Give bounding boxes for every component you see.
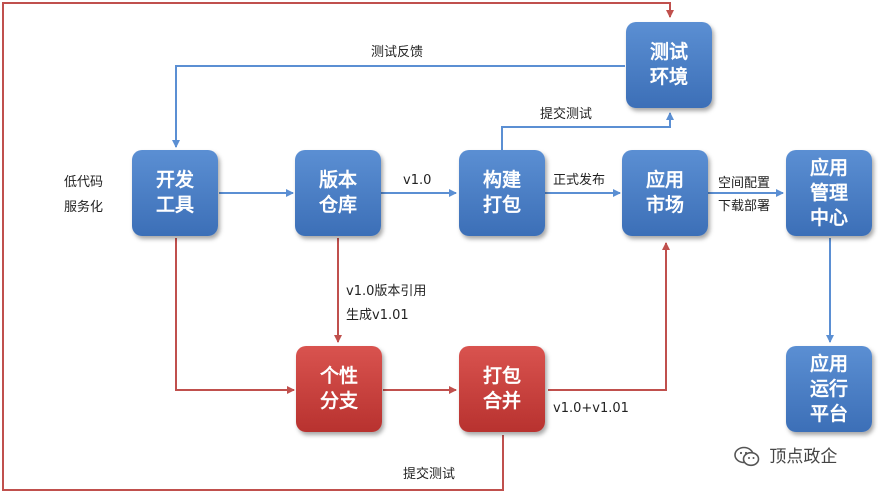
- wechat-icon: [734, 446, 760, 467]
- node-version-repo: 版本 仓库: [295, 150, 381, 236]
- label-service: 服务化: [64, 200, 104, 215]
- label-submit-test-bottom: 提交测试: [403, 467, 456, 482]
- edge-merge-submit-test: [2, 2, 674, 491]
- node-runtime-platform: 应用 运行 平台: [786, 346, 872, 432]
- label-version-ref: v1.0版本引用: [346, 284, 427, 299]
- watermark: 顶点政企: [734, 442, 837, 468]
- node-app-market: 应用 市场: [622, 150, 708, 236]
- edge-test-feedback: [172, 65, 625, 148]
- node-build-package: 构建 打包: [459, 150, 545, 236]
- label-space-config: 空间配置: [718, 176, 771, 191]
- label-low-code: 低代码: [64, 175, 104, 190]
- label-submit-test-top: 提交测试: [540, 107, 593, 122]
- node-personal-branch: 个性 分支: [296, 346, 382, 432]
- edge-dev-to-branch: [175, 238, 295, 394]
- label-v10: v1.0: [403, 173, 432, 188]
- node-package-merge: 打包 合并: [459, 346, 545, 432]
- label-generate: 生成v1.01: [346, 308, 409, 323]
- edge-merge-to-market: [548, 242, 670, 391]
- edge-build-to-test: [501, 112, 674, 150]
- label-download-deploy: 下载部署: [718, 199, 771, 214]
- label-merge-version: v1.0+v1.01: [553, 401, 629, 416]
- node-test-env: 测试 环境: [626, 22, 712, 108]
- node-dev-tools: 开发 工具: [132, 150, 218, 236]
- label-official-release: 正式发布: [553, 173, 606, 188]
- label-test-feedback: 测试反馈: [371, 45, 424, 60]
- node-app-mgmt: 应用 管理 中心: [786, 150, 872, 236]
- watermark-text: 顶点政企: [769, 447, 838, 467]
